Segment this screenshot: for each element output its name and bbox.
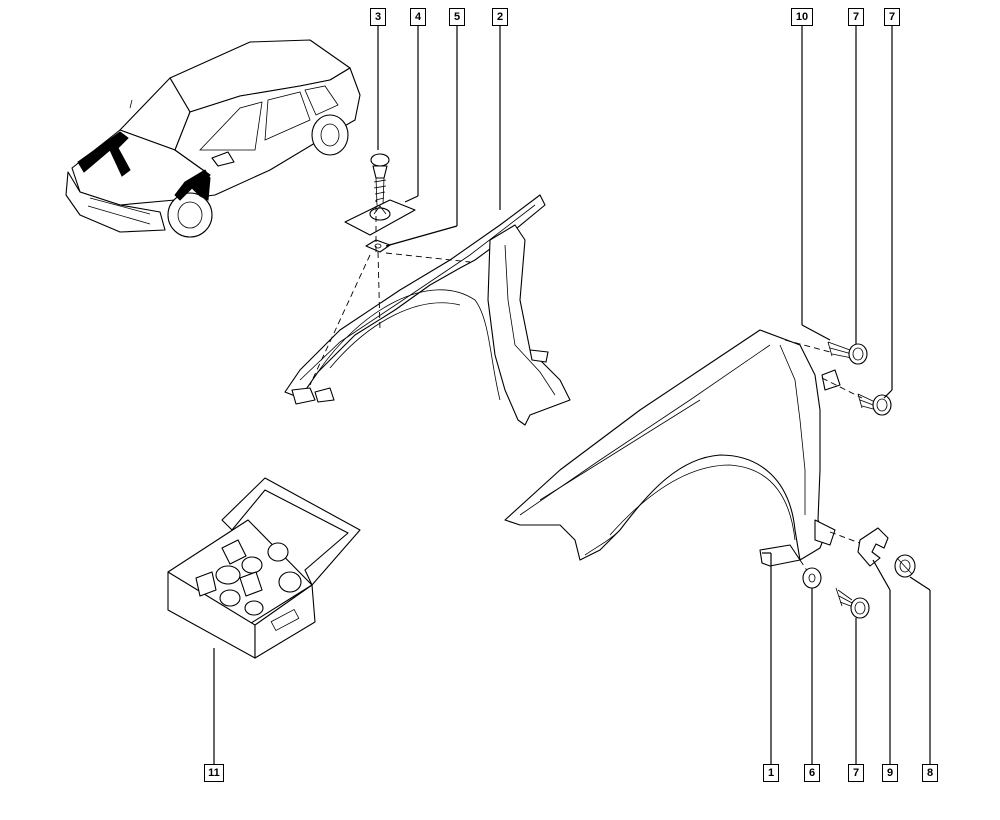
fender-support-bracket (284, 194, 571, 426)
callout-5[interactable]: 5 (449, 8, 465, 26)
callout-4[interactable]: 4 (410, 8, 426, 26)
bolt-part-7-middle (857, 393, 892, 416)
callout-3[interactable]: 3 (370, 8, 386, 26)
callout-7-lower[interactable]: 7 (848, 764, 864, 782)
callout-2[interactable]: 2 (492, 8, 508, 26)
callout-8[interactable]: 8 (922, 764, 938, 782)
clip-part-9 (857, 527, 889, 567)
bolt-part-7-upper (827, 341, 868, 365)
callout-10[interactable]: 10 (791, 8, 813, 26)
bolt-part-7-lower (835, 587, 870, 619)
callout-9[interactable]: 9 (882, 764, 898, 782)
callout-1[interactable]: 1 (763, 764, 779, 782)
front-fender-panel (504, 329, 841, 567)
washer-part-6 (802, 567, 822, 589)
callout-11[interactable]: 11 (204, 764, 224, 782)
vehicle-locator-illustration (65, 39, 361, 238)
leader-lines (213, 26, 931, 764)
clip-nut-part-4 (344, 199, 416, 236)
fastener-kit-box (167, 477, 361, 659)
nut-part-8 (894, 554, 916, 578)
callout-7-upper[interactable]: 7 (848, 8, 864, 26)
callout-7-middle[interactable]: 7 (884, 8, 900, 26)
callout-6[interactable]: 6 (804, 764, 820, 782)
